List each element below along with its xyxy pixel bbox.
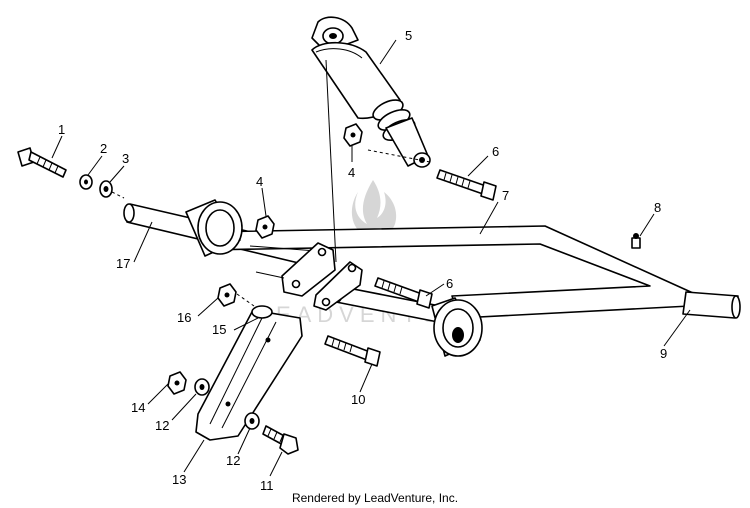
- washer-2[interactable]: [79, 174, 93, 190]
- assembly-line: [236, 293, 255, 307]
- callout-4b[interactable]: 4: [348, 165, 355, 180]
- bolt-6-upper[interactable]: [436, 169, 497, 201]
- bushing-cup-left[interactable]: [185, 199, 243, 257]
- callout-12a[interactable]: 12: [155, 418, 169, 433]
- callout-16[interactable]: 16: [177, 310, 191, 325]
- bolt-11[interactable]: [262, 425, 299, 455]
- assembly-line: [367, 149, 431, 163]
- bushing-cup-right[interactable]: [431, 297, 483, 357]
- callout-6b[interactable]: 6: [446, 276, 453, 291]
- washer-12-lower[interactable]: [244, 412, 260, 430]
- shock-absorber-5[interactable]: [311, 16, 431, 168]
- callout-5[interactable]: 5: [405, 28, 412, 43]
- callout-1[interactable]: 1: [58, 122, 65, 137]
- nut-4-lower[interactable]: [255, 215, 275, 239]
- assembly-line: [325, 59, 337, 263]
- grease-fitting-8[interactable]: [631, 233, 641, 249]
- callout-9[interactable]: 9: [660, 346, 667, 361]
- bolt-1[interactable]: [17, 147, 67, 178]
- callout-10[interactable]: 10: [351, 392, 365, 407]
- callout-17[interactable]: 17: [116, 256, 130, 271]
- callout-6a[interactable]: 6: [492, 144, 499, 159]
- nut-4-upper[interactable]: [343, 123, 363, 147]
- mount-bracket-15[interactable]: [281, 242, 363, 311]
- rocker-link-13[interactable]: [195, 305, 303, 441]
- bolt-6-lower[interactable]: [374, 277, 433, 309]
- callout-12b[interactable]: 12: [226, 453, 240, 468]
- callout-2[interactable]: 2: [100, 141, 107, 156]
- nut-16[interactable]: [217, 283, 237, 307]
- callout-7[interactable]: 7: [502, 188, 509, 203]
- nut-14[interactable]: [167, 371, 187, 395]
- callout-8[interactable]: 8: [654, 200, 661, 215]
- callout-14[interactable]: 14: [131, 400, 145, 415]
- callout-4a[interactable]: 4: [256, 174, 263, 189]
- credit-text: Rendered by LeadVenture, Inc.: [292, 491, 458, 505]
- leader-lines: [51, 39, 691, 477]
- bolt-10[interactable]: [324, 335, 381, 367]
- callout-11[interactable]: 11: [260, 478, 274, 493]
- callout-15[interactable]: 15: [212, 322, 226, 337]
- shaft-end-9[interactable]: [682, 291, 741, 319]
- callout-labels: 1 2 3 4 4 5 6 6 7 8 9 10 11 12 12 13 14 …: [58, 28, 667, 493]
- washer-12-upper[interactable]: [194, 378, 210, 396]
- callout-3[interactable]: 3: [122, 151, 129, 166]
- washer-3[interactable]: [99, 180, 113, 198]
- callout-13[interactable]: 13: [172, 472, 186, 487]
